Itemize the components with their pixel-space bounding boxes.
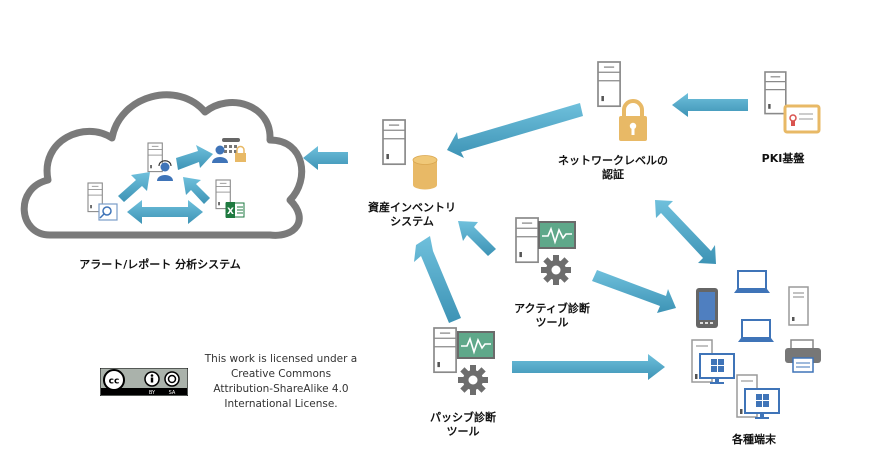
cloud-arrow-up-right <box>118 172 150 202</box>
active-diag-label-line2: ツール <box>535 316 569 329</box>
operator-server-icon <box>147 142 163 173</box>
license-line-1: This work is licensed under a <box>204 353 358 365</box>
printer-icon <box>785 339 821 373</box>
passive-diag-monitor-icon <box>457 331 495 359</box>
database-icon <box>412 155 438 190</box>
cc-icon <box>103 369 125 391</box>
asset-inventory-label: 資産インベントリ システム <box>368 201 456 229</box>
magnifier-report-icon <box>98 203 118 221</box>
network-auth-label-line2: 認証 <box>602 168 624 181</box>
arrow-inventory-to-cloud <box>303 146 348 170</box>
arrow-pki-to-auth <box>672 93 748 117</box>
cloud-arrow-up-left <box>183 177 210 204</box>
arrow-passive-to-inventory <box>414 236 461 323</box>
arrow-active-to-inventory <box>458 221 496 256</box>
active-diag-monitor-icon <box>538 221 576 249</box>
cc-text: cc <box>109 377 120 387</box>
passive-diag-server-icon <box>433 327 457 374</box>
sa-text: SA <box>169 390 176 396</box>
arrow-passive-to-endpoints <box>512 354 665 380</box>
license-line-4: International License. <box>224 398 338 410</box>
active-diag-server-icon <box>515 217 539 264</box>
operator-icon <box>157 160 173 181</box>
license-line-3[interactable]: Attribution-ShareAlike 4.0 <box>213 383 349 395</box>
lock-icon <box>619 99 647 141</box>
smartphone-icon <box>696 288 718 328</box>
windows-pc-icon-1 <box>691 339 735 385</box>
endpoints-label: 各種端末 <box>732 433 776 446</box>
laptop-icon-1 <box>733 270 771 294</box>
network-auth-label: ネットワークレベルの 認証 <box>558 154 668 182</box>
tower-pc-icon <box>788 286 809 326</box>
excel-icon: X <box>225 202 245 218</box>
windows-pc-icon-2 <box>736 374 780 420</box>
license-text: This work is licensed under a Creative C… <box>196 352 366 412</box>
passive-diag-label-line1: パッシブ診断 <box>430 411 496 424</box>
passive-diag-gear-icon <box>458 365 488 395</box>
svg-text:X: X <box>227 207 234 217</box>
by-text: BY <box>149 390 156 396</box>
active-diag-gear-icon <box>541 255 571 285</box>
pki-label: PKI基盤 <box>761 152 805 165</box>
arrow-active-to-endpoints <box>592 270 676 313</box>
cc-by-sa-badge[interactable]: cc BY SA <box>100 368 188 396</box>
active-diag-label: アクティブ診断 ツール <box>514 302 590 330</box>
passive-diag-label-line2: ツール <box>446 425 480 438</box>
cloud-arrow-right <box>176 145 213 170</box>
laptop-icon-2 <box>737 319 775 343</box>
network-auth-server-icon <box>597 61 621 108</box>
arrow-auth-endpoints-bidirectional <box>655 200 716 264</box>
network-auth-label-line1: ネットワークレベルの <box>558 154 668 167</box>
license-line-2[interactable]: Creative Commons <box>230 368 332 380</box>
asset-inventory-label-line1: 資産インベントリ <box>368 201 456 214</box>
asset-inventory-server-icon <box>382 119 406 166</box>
active-diag-label-line1: アクティブ診断 <box>514 302 590 315</box>
sa-icon <box>164 371 180 387</box>
passive-diag-label: パッシブ診断 ツール <box>430 411 496 439</box>
cloud-double-arrow <box>127 200 203 224</box>
alert-system-label: アラート/レポート 分析システム <box>79 258 241 271</box>
user-phone-lock-icon <box>212 138 246 163</box>
pki-server-icon <box>764 71 787 115</box>
asset-inventory-label-line2: システム <box>390 215 434 228</box>
certificate-icon <box>783 104 821 134</box>
arrow-auth-to-inventory <box>447 103 583 158</box>
